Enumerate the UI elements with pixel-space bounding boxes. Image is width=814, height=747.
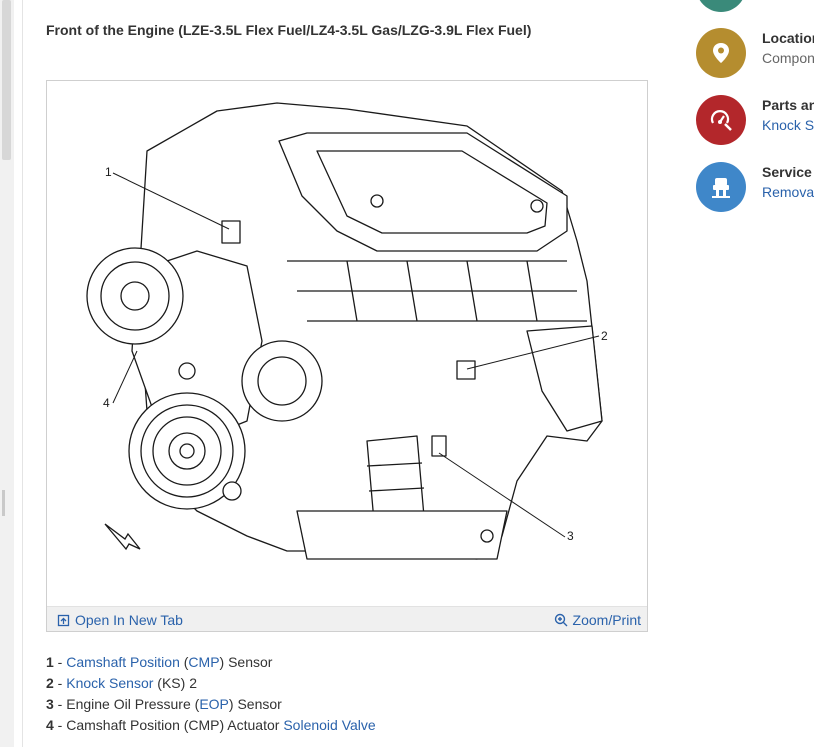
zoom-icon bbox=[554, 613, 568, 627]
legend-item-2: 2 - Knock Sensor (KS) 2 bbox=[46, 675, 197, 691]
legend-item-3: 3 - Engine Oil Pressure (EOP) Sensor bbox=[46, 696, 282, 712]
open-tab-label: Open In New Tab bbox=[75, 612, 183, 628]
legend-item-4: 4 - Camshaft Position (CMP) Actuator Sol… bbox=[46, 717, 376, 733]
sidebar-item-locations[interactable]: Locations Component Locator bbox=[696, 28, 814, 80]
solenoid-valve-link[interactable]: Solenoid Valve bbox=[283, 717, 376, 733]
sidebar-item-service-repair[interactable]: Service and Repair Removal bbox=[696, 162, 814, 214]
sidebar-subtitle: Component Locator bbox=[762, 50, 814, 66]
open-in-new-tab-link[interactable]: Open In New Tab bbox=[57, 612, 183, 628]
parts-gauge-icon bbox=[696, 95, 746, 145]
figure-container: 1 2 3 4 Open In New Tab Zoom/Print bbox=[46, 80, 648, 632]
eop-link[interactable]: EOP bbox=[199, 696, 229, 712]
engine-diagram[interactable]: 1 2 3 4 bbox=[47, 81, 647, 607]
info-icon bbox=[696, 0, 746, 12]
callout-3: 3 bbox=[567, 529, 574, 543]
figure-title: Front of the Engine (LZE-3.5L Flex Fuel/… bbox=[46, 22, 532, 38]
sidebar-link[interactable]: Knock Sensor bbox=[762, 117, 814, 133]
sidebar-title: Parts and Labor bbox=[762, 97, 814, 113]
knock-sensor-link[interactable]: Knock Sensor bbox=[66, 675, 154, 691]
legend-number: 2 bbox=[46, 675, 54, 691]
legend-number: 3 bbox=[46, 696, 54, 712]
left-scroll-rail[interactable] bbox=[0, 0, 14, 747]
sidebar-item-parts-labor[interactable]: Parts and Labor Knock Sensor bbox=[696, 95, 814, 147]
sidebar-title: Locations bbox=[762, 30, 814, 46]
legend-number: 1 bbox=[46, 654, 54, 670]
content-divider bbox=[22, 0, 23, 747]
camshaft-position-link[interactable]: Camshaft Position bbox=[66, 654, 180, 670]
zoom-print-label: Zoom/Print bbox=[572, 612, 641, 628]
sidebar-title: Service and Repair bbox=[762, 164, 814, 180]
sidebar-item-info[interactable] bbox=[696, 0, 814, 14]
figure-legend: 1 - Camshaft Position (CMP) Sensor 2 - K… bbox=[46, 654, 376, 738]
legend-item-1: 1 - Camshaft Position (CMP) Sensor bbox=[46, 654, 273, 670]
callout-4: 4 bbox=[103, 396, 110, 410]
callout-2: 2 bbox=[601, 329, 608, 343]
sidebar-link[interactable]: Removal bbox=[762, 184, 814, 200]
legend-number: 4 bbox=[46, 717, 54, 733]
rail-marker bbox=[2, 490, 5, 516]
front-arrow-icon bbox=[104, 523, 141, 551]
location-pin-icon bbox=[696, 28, 746, 78]
callout-1: 1 bbox=[105, 165, 112, 179]
scroll-thumb[interactable] bbox=[2, 0, 11, 160]
open-tab-icon bbox=[57, 614, 70, 626]
zoom-print-link[interactable]: Zoom/Print bbox=[554, 612, 641, 628]
cmp-link[interactable]: CMP bbox=[188, 654, 220, 670]
vehicle-lift-icon bbox=[696, 162, 746, 212]
figure-toolbar: Open In New Tab Zoom/Print bbox=[47, 606, 647, 631]
